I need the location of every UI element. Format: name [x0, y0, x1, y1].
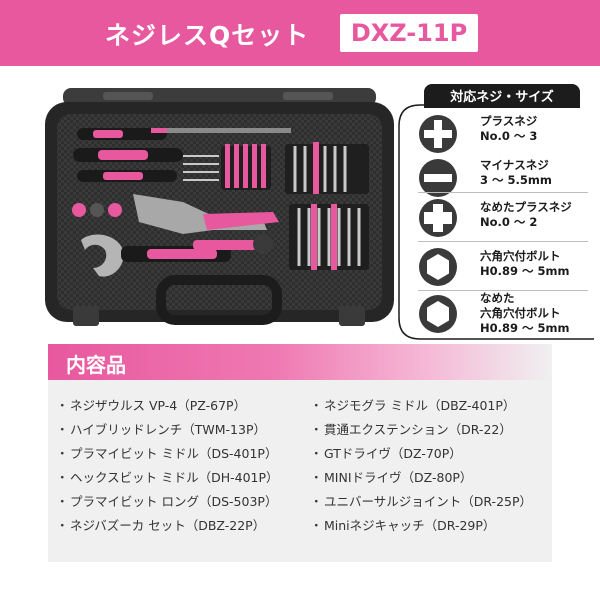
spec-divider — [418, 192, 588, 193]
product-title: ネジレスQセット — [105, 21, 310, 50]
list-item: ・ネジモグラ ミドル（DBZ-401P） — [310, 398, 516, 413]
list-item: ・ネジザウルス VP-4（PZ-67P） — [56, 398, 247, 413]
spec-phillips-size: No.0 ～ 3 — [480, 129, 538, 143]
spec-divider — [418, 241, 588, 242]
contents-heading: 内容品 — [66, 353, 126, 377]
list-item: ・Miniネジキャッチ（DR-29P） — [310, 518, 496, 533]
spec-slotted-size: 3 ～ 5.5mm — [480, 173, 552, 187]
spec-row-stripped-phillips: なめたプラスネジ No.0 ～ 2 — [398, 194, 596, 242]
socket-1 — [72, 203, 86, 217]
pliers-grip — [203, 212, 279, 230]
contents-list-left: ・ネジザウルス VP-4（PZ-67P） ・ハイブリッドレンチ（TWM-13P）… — [56, 394, 279, 538]
header-banner: ネジレスQセット DXZ-11P — [0, 0, 600, 66]
list-item: ・ヘックスビット ミドル（DH-401P） — [56, 470, 279, 485]
list-item: ・ネジバズーカ セット（DBZ-22P） — [56, 518, 266, 533]
list-item: ・プラマイビット ミドル（DS-401P） — [56, 446, 278, 461]
model-number: DXZ-11P — [350, 19, 468, 47]
extension-bar — [151, 128, 291, 133]
ratchet-handle — [193, 240, 257, 250]
list-item: ・GTドライヴ（DZ-70P） — [310, 446, 462, 461]
spec-row-hex-socket: 六角穴付ボルト H0.89 ～ 5mm — [398, 243, 596, 291]
tool-case-image — [45, 88, 394, 326]
stripped-hex-icon — [419, 295, 457, 333]
wrench-head — [81, 234, 124, 277]
spec-row-stripped-hex: なめた 六角穴付ボルト H0.89 ～ 5mm — [398, 290, 596, 340]
spec-stripped-phillips-name: なめたプラスネジ — [480, 200, 572, 214]
spec-stripped-phillips-size: No.0 ～ 2 — [480, 215, 538, 229]
list-item: ・プラマイビット ロング（DS-503P） — [56, 494, 278, 509]
list-item: ・ユニバーサルジョイント（DR-25P） — [310, 494, 533, 509]
hex-socket-icon — [419, 248, 457, 286]
spec-stripped-hex-size: H0.89 ～ 5mm — [480, 321, 570, 335]
spec-panel: プラスネジ No.0 ～ 3 マイナスネジ 3 ～ 5.5mm なめたプラスネジ… — [398, 104, 596, 340]
case-handle — [156, 275, 282, 325]
hinge-left — [103, 92, 153, 100]
slotted-icon — [419, 159, 457, 197]
spec-divider — [418, 290, 588, 291]
list-item: ・貫通エクステンション（DR-22） — [310, 422, 512, 437]
contents-band — [48, 344, 552, 380]
socket-2 — [90, 203, 104, 217]
latch-right — [339, 306, 365, 326]
ratchet-head — [253, 234, 273, 254]
spec-hex-size: H0.89 ～ 5mm — [480, 264, 570, 278]
stripped-phillips-icon — [419, 199, 457, 237]
bit-holder-right — [285, 144, 369, 194]
socket-3 — [108, 203, 122, 217]
phillips-icon — [419, 115, 457, 153]
list-item: ・MINIドライヴ（DZ-80P） — [310, 470, 473, 485]
spec-heading: 対応ネジ・サイズ — [450, 90, 554, 105]
spec-phillips-name: プラスネジ — [480, 114, 538, 128]
spec-row-slotted: マイナスネジ 3 ～ 5.5mm — [398, 156, 596, 202]
spec-frame — [398, 104, 594, 340]
list-item: ・ハイブリッドレンチ（TWM-13P） — [56, 422, 266, 437]
contents-list-right: ・ネジモグラ ミドル（DBZ-401P） ・貫通エクステンション（DR-22） … — [310, 394, 532, 538]
latch-left — [73, 306, 99, 326]
spec-hex-name: 六角穴付ボルト — [480, 249, 561, 263]
spec-stripped-hex-line1: なめた — [480, 291, 515, 305]
hinge-right — [283, 92, 333, 100]
spec-slotted-name: マイナスネジ — [480, 158, 549, 172]
spec-tab — [424, 84, 580, 108]
spec-stripped-hex-line2: 六角穴付ボルト — [480, 306, 561, 320]
model-badge: DXZ-11P — [340, 14, 478, 52]
contents-panel — [48, 344, 552, 562]
spec-row-phillips: プラスネジ No.0 ～ 3 — [398, 110, 596, 160]
